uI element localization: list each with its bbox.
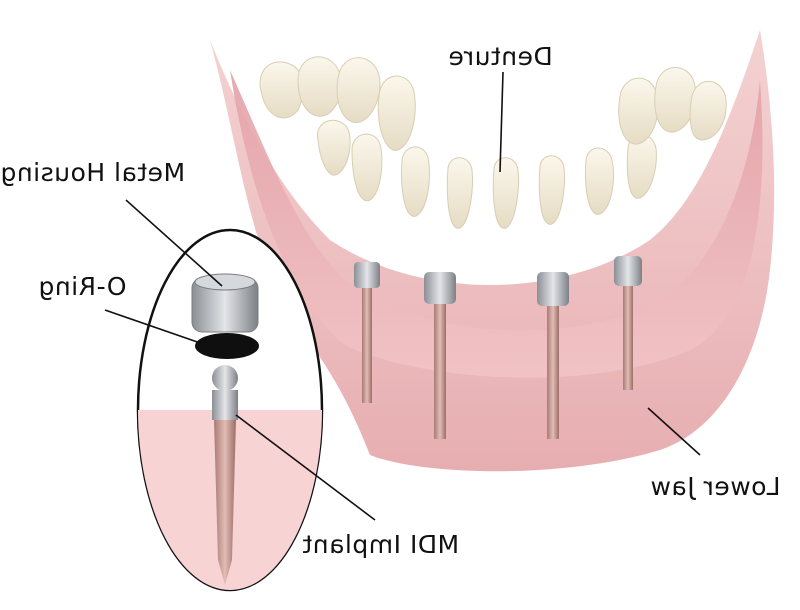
label-denture: Denture xyxy=(448,42,553,71)
label-lower-jaw: Lower Jaw xyxy=(650,472,781,501)
implant-1 xyxy=(354,262,380,403)
denture-teeth xyxy=(259,56,727,229)
implant-2 xyxy=(424,272,456,439)
label-metal-housing: Metal Housing xyxy=(0,158,186,187)
label-mdi-implant: MDI Implant xyxy=(302,530,460,559)
leader-lines xyxy=(104,71,701,521)
mdi-implant-component xyxy=(212,365,238,585)
implant-4 xyxy=(614,256,642,390)
implant-3 xyxy=(537,272,569,439)
label-o-ring: O-Ring xyxy=(38,272,127,301)
jaw-implants xyxy=(354,256,642,439)
o-ring-component xyxy=(195,333,259,359)
metal-housing-component xyxy=(191,273,259,333)
